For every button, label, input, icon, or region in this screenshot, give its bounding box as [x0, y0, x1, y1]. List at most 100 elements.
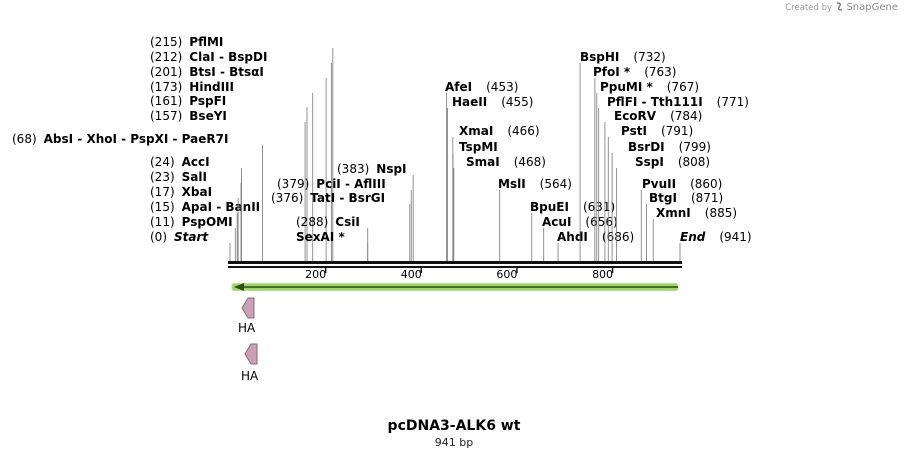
restriction-site: AfeI(453) — [445, 80, 518, 261]
site-enzyme-label: PstI — [621, 124, 647, 138]
site-position-label: (215) — [150, 35, 182, 49]
snapgene-logo-icon — [836, 2, 842, 11]
restriction-site: SmaI(468) — [453, 155, 546, 261]
restriction-site: PfoI * (763) — [593, 65, 676, 261]
site-enzyme-label: PfoI * — [593, 65, 631, 79]
map-length: 941 bp — [434, 436, 474, 449]
site-position-label: (799) — [679, 140, 711, 154]
site-enzyme-label: SspI — [635, 155, 664, 169]
site-enzyme-label: ClaI - BspDI — [189, 50, 267, 64]
restriction-site: (288) CsiI — [296, 215, 369, 261]
restriction-site: BtgI (871) — [646, 191, 723, 261]
site-enzyme-label: AfeI — [445, 80, 472, 94]
site-enzyme-label: XmaI — [459, 124, 493, 138]
ha-feature-arrow-2 — [244, 343, 258, 365]
site-enzyme-label: BspHI — [580, 50, 619, 64]
restriction-site: (215) PflMI — [150, 35, 334, 261]
restriction-site: End(941) — [679, 230, 752, 261]
restriction-site: PvuII (860) — [640, 177, 722, 261]
site-enzyme-label: SexAI * — [296, 230, 345, 244]
map-title: pcDNA3-ALK6 wt — [387, 418, 521, 434]
restriction-site: (17)XbaI — [150, 185, 239, 261]
snapgene-credit: Created by SnapGene — [785, 2, 898, 13]
site-enzyme-label: Start — [174, 230, 209, 244]
site-position-label: (763) — [644, 65, 676, 79]
site-enzyme-label: End — [680, 230, 706, 244]
site-enzyme-label: CsiI — [335, 215, 360, 229]
restriction-site: (68)AbsI - XhoI - PspXI - PaeR7I — [12, 132, 263, 261]
site-enzyme-label: HaeII — [452, 95, 487, 109]
feature-label-ha-1: HA — [238, 321, 256, 335]
site-enzyme-label: PciI - AflIII — [316, 177, 385, 191]
credit-text: Created by — [785, 3, 833, 13]
site-enzyme-label: BpuEI — [530, 200, 569, 214]
site-position-label: (23) — [150, 170, 175, 184]
restriction-site: (0) Start — [150, 230, 231, 261]
site-enzyme-label: XbaI — [182, 185, 212, 199]
restriction-site: PflFI - Tth111I (771) — [598, 95, 749, 261]
site-enzyme-label: AhdI — [557, 230, 588, 244]
ha-feature-arrow-1 — [241, 297, 255, 319]
site-position-label: (564) — [540, 177, 572, 191]
restriction-site: SspI (808) — [615, 155, 710, 261]
site-enzyme-label: PflFI - Tth111I — [607, 95, 703, 109]
restriction-site: (201) BtsI - BtsαI — [150, 65, 327, 261]
site-position-label: (771) — [717, 95, 749, 109]
site-position-label: (379) — [277, 177, 309, 191]
site-position-label: (871) — [691, 191, 723, 205]
site-enzyme-label: XmnI — [656, 206, 691, 220]
ruler-tick-label: 800 — [592, 268, 613, 281]
restriction-site: PpuMI * (767) — [596, 80, 699, 261]
site-position-label: (455) — [501, 95, 533, 109]
site-enzyme-label: PpuMI * — [600, 80, 654, 94]
site-enzyme-label: BseYI — [189, 109, 227, 123]
site-position-label: (161) — [150, 94, 182, 108]
site-enzyme-label: PspFI — [189, 94, 226, 108]
site-position-label: (808) — [678, 155, 710, 169]
site-enzyme-label: PflMI — [189, 35, 223, 49]
site-enzyme-label: SalI — [182, 170, 207, 184]
site-position-label: (68) — [12, 132, 37, 146]
restriction-site: TspMI — [452, 140, 498, 261]
restriction-site: BsrDI (799) — [611, 140, 711, 261]
ruler-tick-label: 600 — [496, 268, 517, 281]
restriction-site: (161) PspFI — [150, 94, 308, 261]
site-position-label: (860) — [690, 177, 722, 191]
restriction-site: SexAI * — [296, 230, 369, 261]
site-position-label: (767) — [667, 80, 699, 94]
backbone-top-strand — [228, 261, 682, 264]
site-enzyme-label: BsrDI — [628, 140, 665, 154]
site-position-label: (24) — [150, 155, 175, 169]
site-position-label: (784) — [670, 109, 702, 123]
site-enzyme-label: BtgI — [649, 191, 677, 205]
site-enzyme-label: TspMI — [459, 140, 498, 154]
restriction-site: (379) PciI - AflIII — [277, 177, 412, 261]
site-position-label: (201) — [150, 65, 182, 79]
site-position-label: (157) — [150, 109, 182, 123]
site-position-label: (0) — [150, 230, 167, 244]
restriction-site: MslI(564) — [498, 177, 572, 261]
site-enzyme-label: BtsI - BtsαI — [189, 65, 264, 79]
site-enzyme-label: ApaI - BanII — [182, 200, 261, 214]
orf-arrowhead-icon — [234, 283, 244, 291]
restriction-site: (15)ApaI - BanII — [150, 200, 260, 261]
restriction-site: (376)TatI - BsrGI — [271, 191, 411, 261]
site-enzyme-label: AcuI — [542, 215, 571, 229]
restriction-site: XmnI(885) — [652, 206, 737, 261]
site-position-label: (288) — [296, 215, 328, 229]
site-position-label: (11) — [150, 215, 175, 229]
restriction-site: AcuI(656) — [542, 215, 618, 261]
restriction-site: PstI (791) — [607, 124, 693, 261]
site-enzyme-label: NspI — [376, 162, 406, 176]
restriction-site: (212)ClaI - BspDI — [150, 50, 332, 261]
site-position-label: (466) — [507, 124, 539, 138]
site-position-label: (468) — [514, 155, 546, 169]
site-enzyme-label: TatI - BsrGI — [310, 191, 385, 205]
ruler-tick-label: 400 — [401, 268, 422, 281]
site-enzyme-label: PvuII — [642, 177, 676, 191]
feature-label-ha-2: HA — [241, 369, 259, 383]
site-position-label: (791) — [661, 124, 693, 138]
restriction-site: HaeII (455) — [447, 95, 534, 261]
restriction-site: (11)PspOMI — [150, 215, 236, 261]
